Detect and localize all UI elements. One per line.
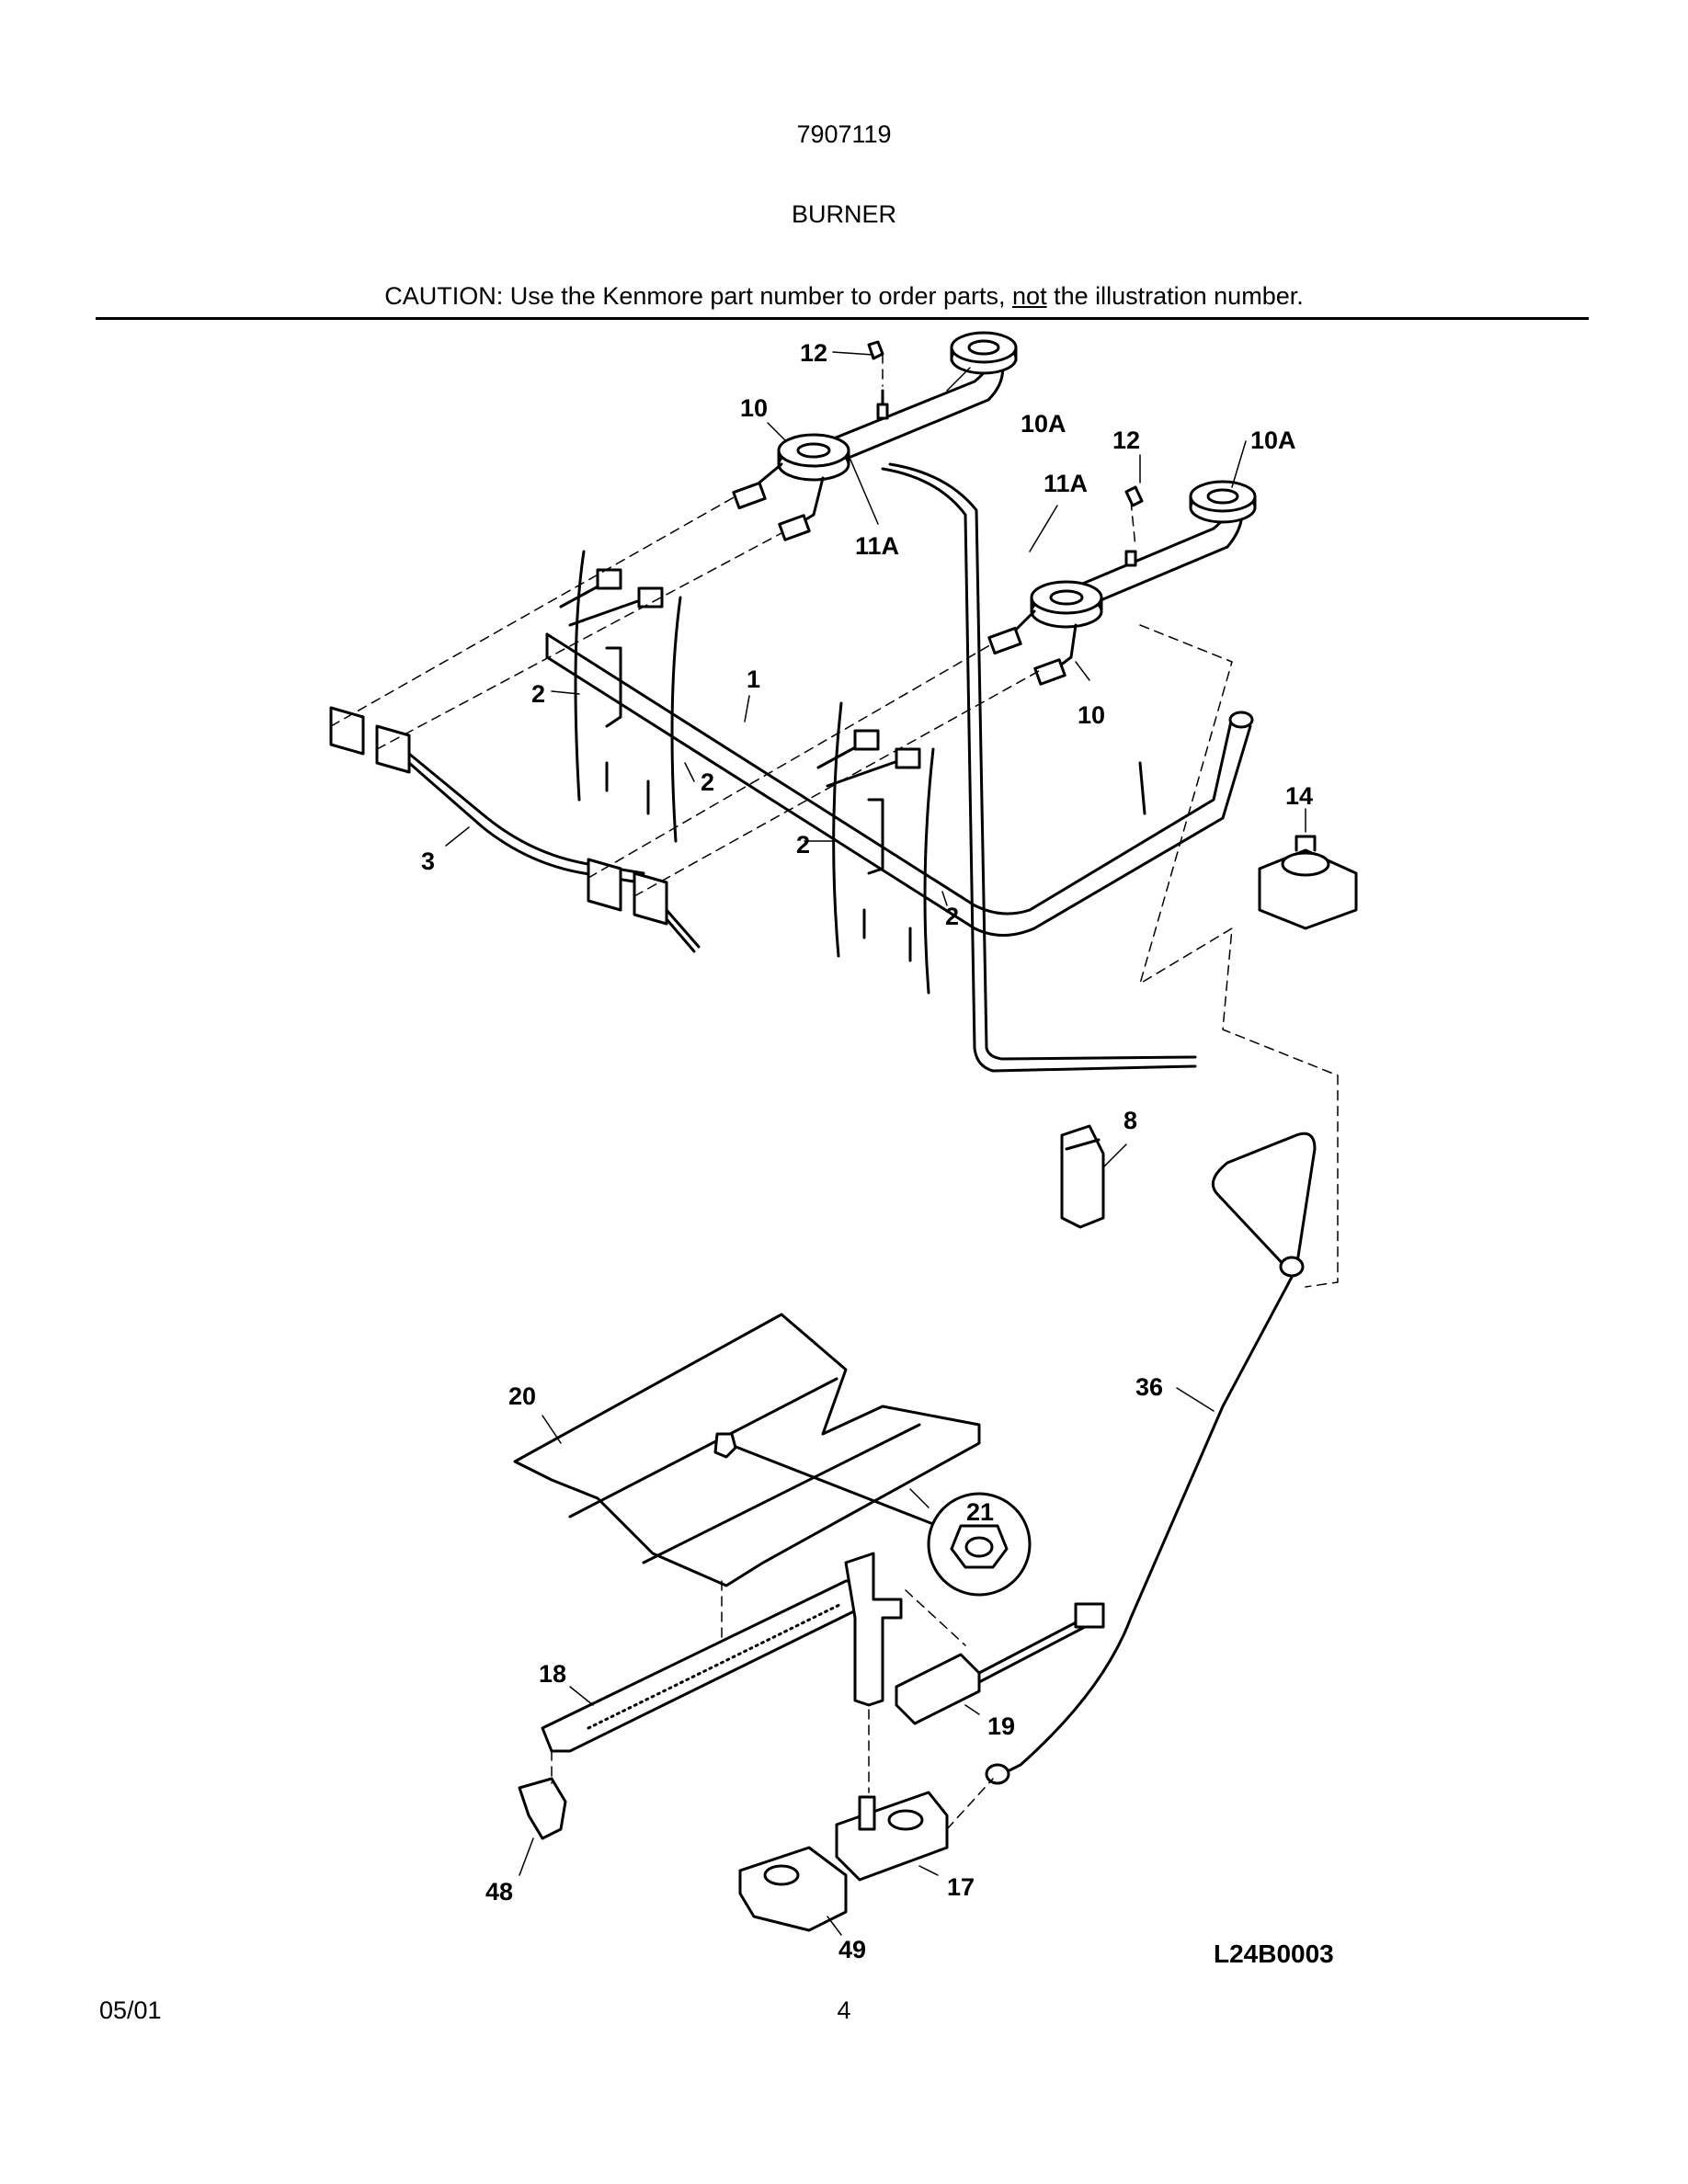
callout-11A-right: 11A xyxy=(1044,470,1088,497)
shield-49 xyxy=(738,1846,848,1932)
regulator-valve xyxy=(1258,835,1358,930)
callout-8: 8 xyxy=(1123,1107,1137,1134)
callout-36: 36 xyxy=(1135,1373,1163,1401)
section-title: BURNER xyxy=(791,200,896,228)
callout-18: 18 xyxy=(539,1660,566,1688)
callout-10-top: 10 xyxy=(740,394,768,422)
nut-callout xyxy=(713,1432,1032,1597)
callout-17: 17 xyxy=(947,1873,975,1901)
caution-text-start: CAUTION: Use the Kenmore part number to … xyxy=(384,282,1013,310)
header-divider xyxy=(96,317,1589,320)
burner-valves xyxy=(559,550,935,995)
callout-12-top: 12 xyxy=(800,339,827,367)
callout-10-right: 10 xyxy=(1078,701,1105,729)
callout-10A-top: 10A xyxy=(1021,410,1066,438)
assembly-guide-lines xyxy=(330,353,1339,1830)
gas-tube xyxy=(985,1132,1317,1785)
caution-text-emphasis: not xyxy=(1012,282,1047,310)
ignition-harness xyxy=(329,706,701,953)
bracket-8 xyxy=(1060,1124,1105,1229)
callout-2-b: 2 xyxy=(701,768,714,796)
figure-code: L24B0003 xyxy=(1214,1939,1334,1968)
callout-11A-left: 11A xyxy=(855,532,899,560)
right-burner-assembly xyxy=(987,480,1257,686)
caution-notice: CAUTION: Use the Kenmore part number to … xyxy=(0,282,1688,311)
top-burner-assembly xyxy=(732,331,1197,1073)
callout-49: 49 xyxy=(838,1936,866,1963)
callout-20: 20 xyxy=(508,1382,536,1410)
callout-2-c: 2 xyxy=(796,831,810,859)
callout-1: 1 xyxy=(747,665,760,693)
callout-21: 21 xyxy=(966,1498,994,1526)
callout-12-right: 12 xyxy=(1112,427,1140,454)
callout-19: 19 xyxy=(987,1712,1015,1740)
callout-3: 3 xyxy=(421,847,435,875)
callout-2-d: 2 xyxy=(945,903,959,930)
oven-safety-valve xyxy=(835,1791,949,1882)
model-number: 7907119 xyxy=(796,120,892,148)
footer-page-number: 4 xyxy=(837,1996,851,2024)
leader-lines xyxy=(445,351,1306,1936)
callout-48: 48 xyxy=(485,1878,513,1905)
callout-2-a: 2 xyxy=(531,680,545,708)
oven-igniter xyxy=(895,1602,1105,1725)
bracket-48 xyxy=(518,1777,567,1840)
callout-labels: 12 10A 10 10A 12 11A 11A 1 10 2 2 3 2 2 … xyxy=(421,339,1313,1963)
caution-text-end: the illustration number. xyxy=(1046,282,1304,310)
callout-14: 14 xyxy=(1285,782,1313,810)
footer-date: 05/01 xyxy=(99,1996,162,2024)
manifold-pipe xyxy=(545,632,1254,937)
callout-10A-right: 10A xyxy=(1250,427,1296,454)
